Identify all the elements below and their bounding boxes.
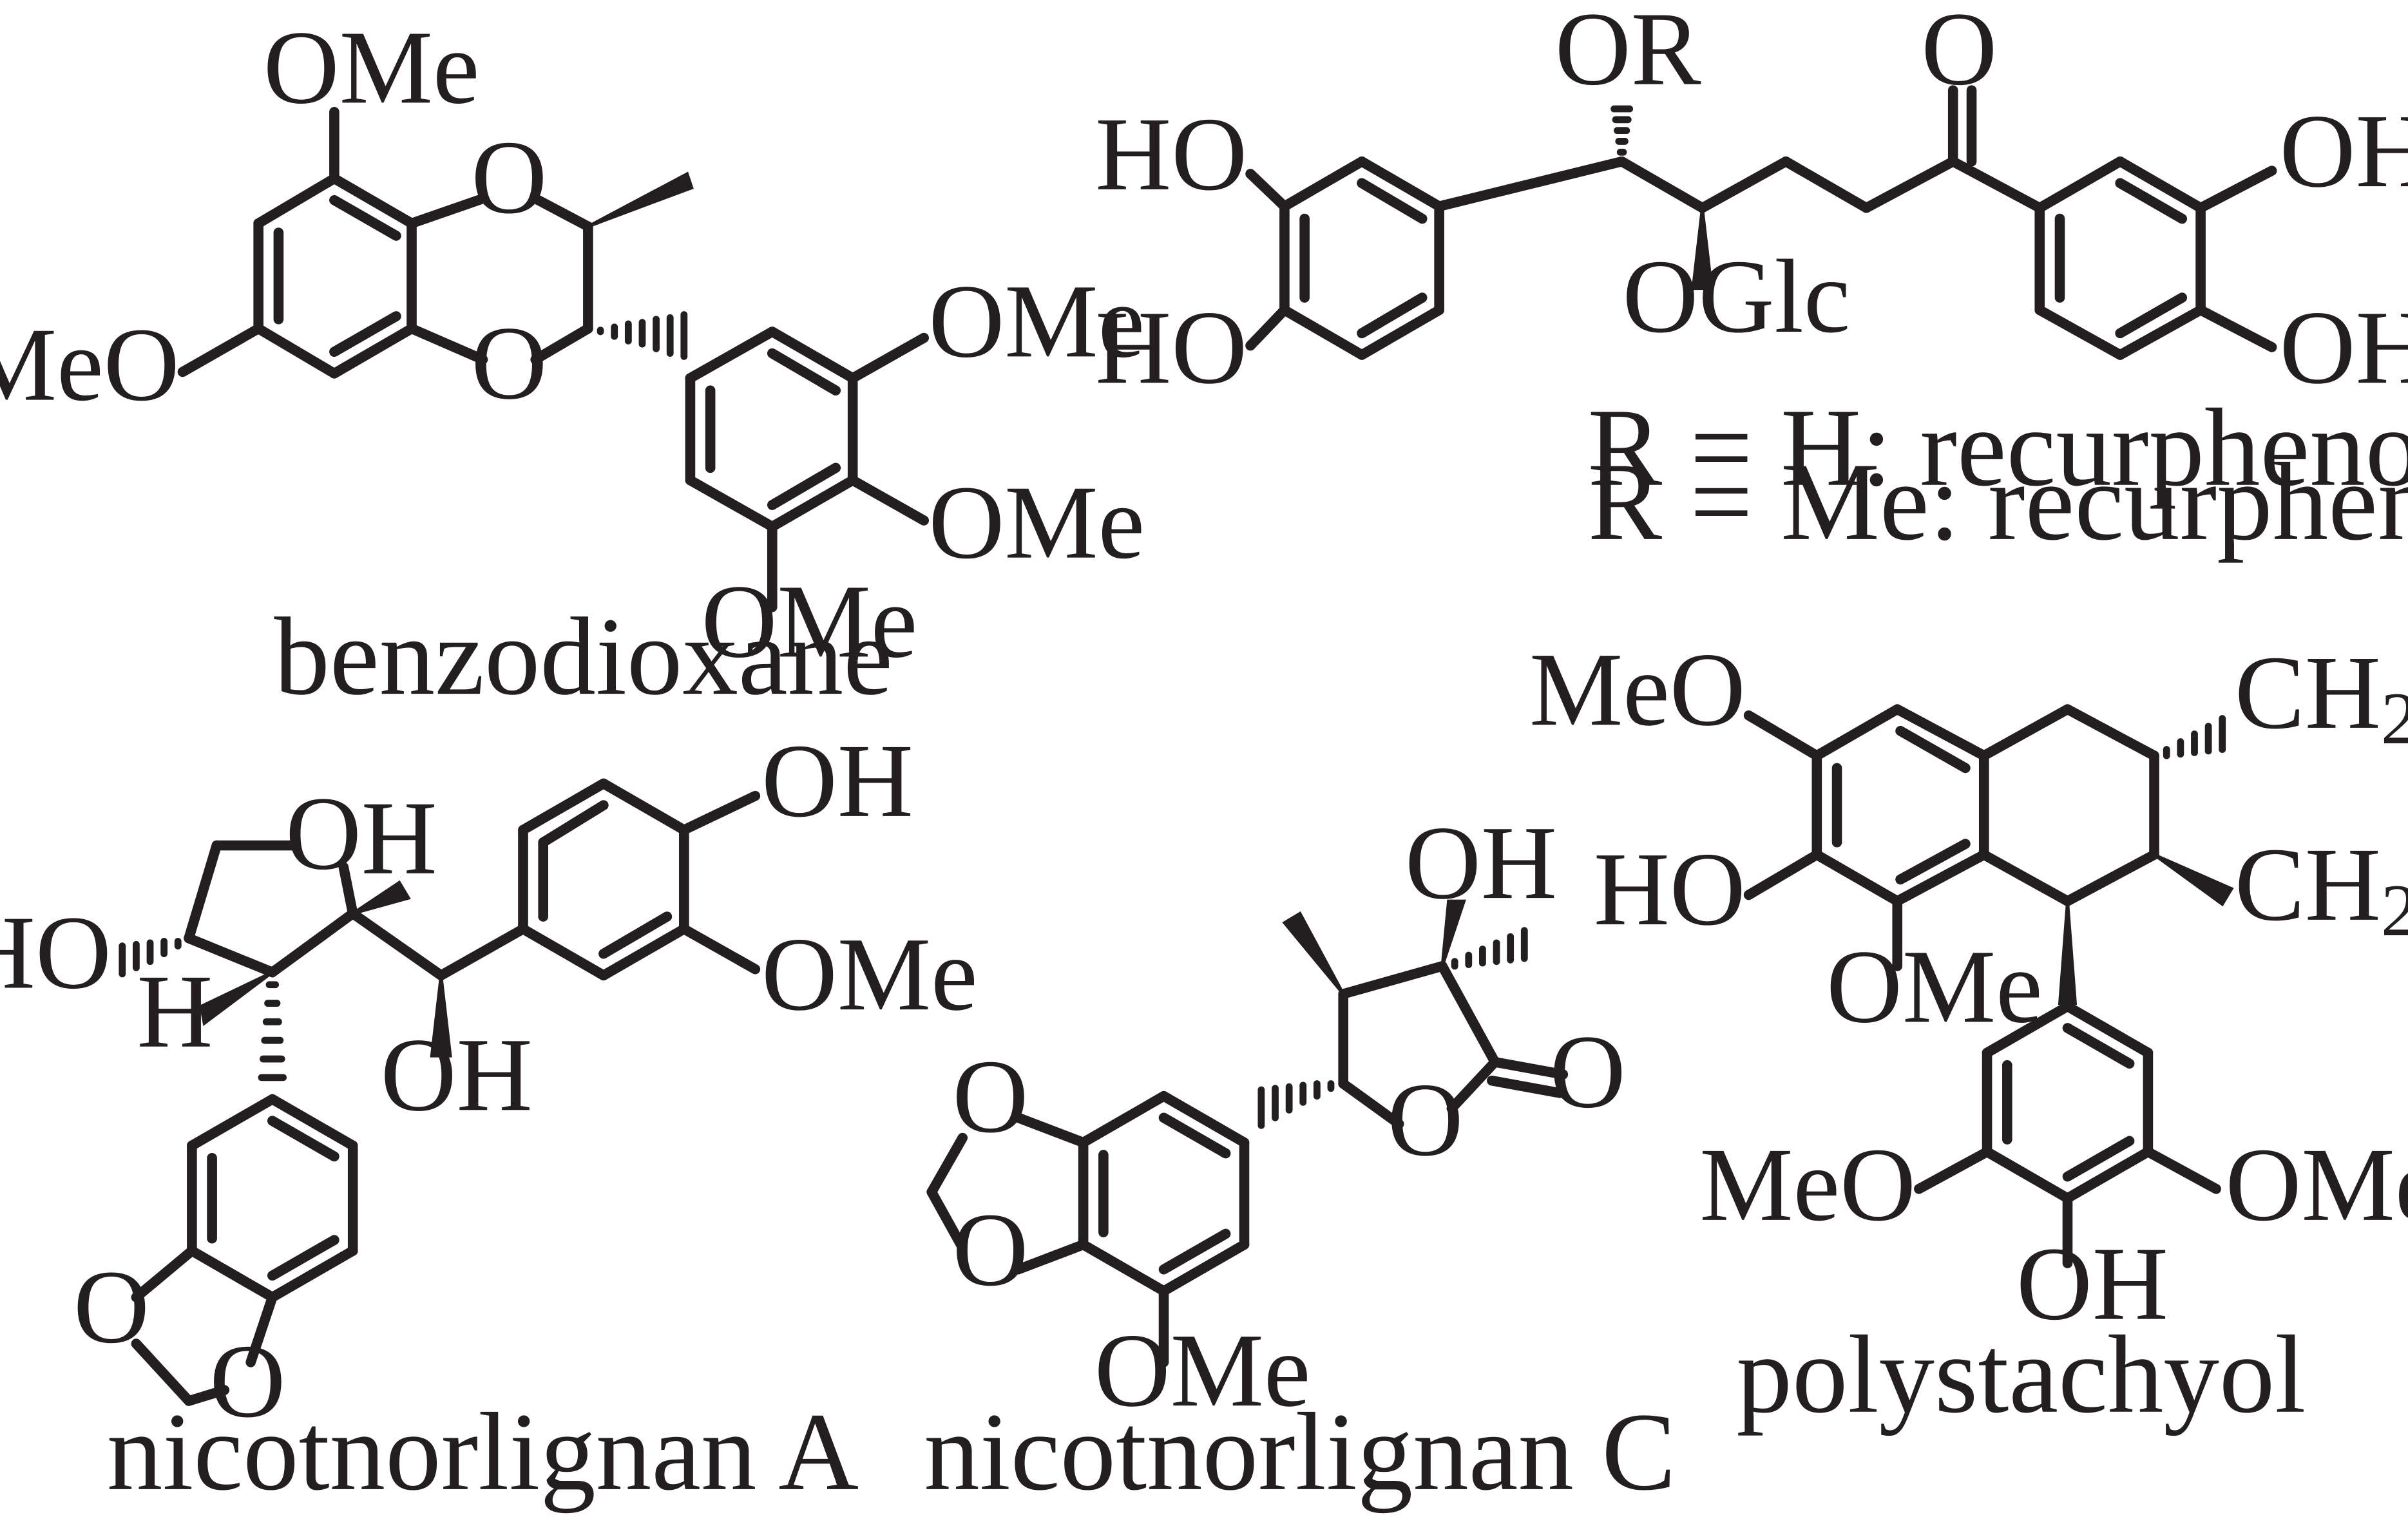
ome-label: OMe [702,563,918,680]
methyl-wedge-bond [587,171,694,228]
aryl-wedge-bond [2058,900,2078,1005]
oxygen-label: O [952,1038,1028,1155]
oh-label: OH [761,723,913,839]
oh-wedge-bond [1440,899,1466,967]
oxygen-label: O [952,1192,1028,1308]
compound-name-nicotnorlignan-c: nicotnorlignan C [924,1391,1676,1514]
oxygen-label: O [1550,1014,1626,1130]
compound-name-polystachyol: polystachyol [1736,1313,2306,1436]
oxygen-label: O [1921,0,1997,108]
subscript-2: 2 [2381,677,2408,759]
ho-label: HO [1095,289,1247,406]
recurphenol-d-legend: R = Me: recurphenol D [1588,441,2408,564]
h-wedge-bond [199,971,274,1027]
aryl-hashed-bond [1257,1080,1335,1129]
polystachyol-structure: MeO HO OMe CH2OH CH2OH MeO OMe OH polyst… [1529,631,2408,1436]
benzodioxane-structure: OMe O O MeO OMe OMe OMe benzodioxane [0,9,1145,718]
aryl-hashed-bond [258,981,287,1081]
oxygen-label: O [1388,1062,1464,1178]
meo-label: MeO [1529,631,1746,748]
oxygen-label: O [209,1323,285,1440]
oxygen-label: O [471,305,547,421]
ho-label: HO [1594,831,1746,947]
oxygen-label: O [73,1249,149,1366]
ho-label: HO [1095,96,1247,213]
oh-label: OH [2280,93,2408,209]
oglc-wedge-bond [1691,207,1714,290]
oxygen-label: O [471,119,547,236]
ch-text: CH [2235,634,2381,751]
nicotnorlignan-c-structure: OH O O O O OMe nicotnorlignan C [924,805,1676,1514]
ho-label: HO [0,895,111,1011]
oglc-label: OGlc [1622,238,1850,355]
oh-label: OH [381,1016,533,1133]
ch2oh-label: CH2OH [2235,826,2408,951]
oh-label: OH [1405,805,1557,921]
ch-text: CH [2235,826,2381,943]
nicotnorlignan-c-bonds [926,961,1569,1367]
oh-label: OH [2280,289,2408,406]
h-label: H [137,953,213,1070]
ch2oh-label: CH2OH [2235,634,2408,759]
polystachyol-bonds [1743,704,2221,1268]
ome-label: OMe [761,916,978,1033]
ch2oh-wedge-bond [2153,853,2234,907]
ho-hashed-bond [119,938,182,978]
oxygen-label: O [285,776,361,892]
or-hashed-bond [1610,105,1634,156]
compound-name-nicotnorlignan-a: nicotnorlignan A [107,1391,859,1514]
methyl-hashed-bond [1451,927,1528,970]
h-label: H [361,780,437,897]
ome-label: OMe [928,464,1145,581]
ome-label: OMe [263,9,480,126]
aryl-hashed-bond [597,311,688,360]
methyl-wedge-bond [1282,911,1345,995]
ome-label: OMe [928,263,1145,379]
trimethoxyphenyl-bonds [685,327,929,613]
nicotnorlignan-a-bonds [131,778,761,1406]
h-wedge-bond [352,880,411,915]
oh-wedge-bond [430,975,452,1058]
benzodioxane-bonds [177,107,593,379]
meo-label: MeO [0,307,180,423]
ch2oh-hashed-bond [2163,715,2226,759]
recurphenol-structure: OR O HO HO OGlc OH OH R = H: recurphenol… [1095,0,2408,564]
oh-label: OH [2016,1226,2168,1342]
ome-label: OMe [2226,1127,2408,1243]
compound-name-benzodioxane: benzodioxane [274,595,892,718]
ome-label: OMe [1094,1312,1311,1429]
nicotnorlignan-a-structure: O H HO H OH OH OMe O O nicotnorlignan A [0,723,978,1514]
meo-label: MeO [1699,1127,1916,1243]
subscript-2: 2 [2381,869,2408,951]
or-label: OR [1555,0,1701,108]
ome-label: OMe [1826,928,2043,1045]
recurphenol-c-legend: R = H: recurphenol C [1588,386,2408,509]
recurphenol-bonds [1245,85,2277,360]
